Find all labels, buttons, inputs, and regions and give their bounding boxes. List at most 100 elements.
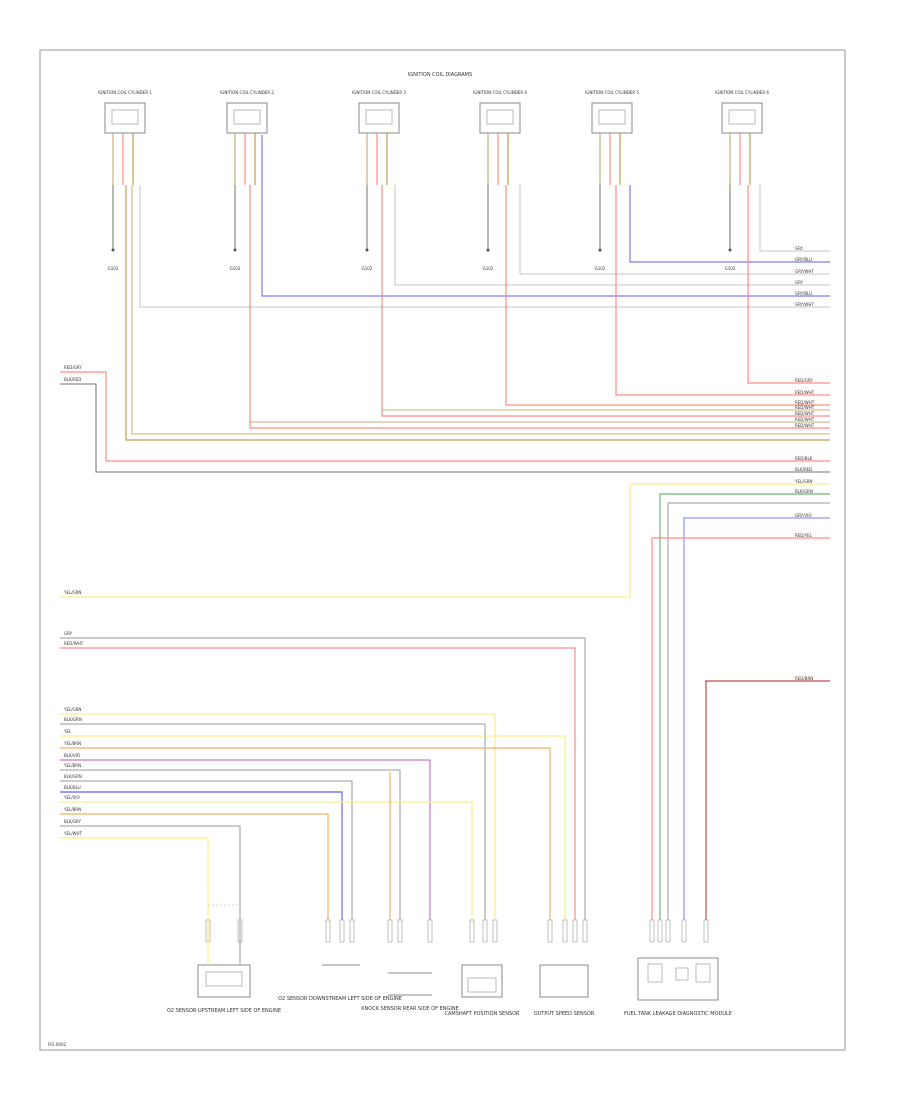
left-wire-label: RED/GRY — [64, 365, 82, 370]
connector-pin — [547, 919, 553, 943]
wire-b12 — [60, 825, 241, 920]
wire-b2 — [60, 723, 486, 920]
left-wire-label: BLK/GRY — [64, 819, 82, 824]
left-wire-label: YEL/GRN — [63, 707, 81, 712]
connector-pin — [681, 919, 687, 943]
right-wire-label: GRY/WHT — [795, 269, 814, 274]
coil-label: IGNITION COIL CYLINDER 3 — [352, 90, 406, 95]
sensor-o2-upstream-label: O2 SENSOR UPSTREAM LEFT SIDE OF ENGINE — [167, 1008, 281, 1014]
wire-olive-2 — [131, 185, 830, 435]
coil-label: IGNITION COIL CYLINDER 6 — [715, 90, 769, 95]
left-wire-label: YEL/BRN — [63, 807, 81, 812]
connector-pin — [492, 919, 498, 943]
diagram-title: IGNITION COIL DIAGRAMS — [408, 72, 472, 78]
left-wire-label: BLK/GRN — [64, 717, 82, 722]
right-wire-label: GRY/VIO — [795, 513, 811, 518]
wire-red-c3 — [381, 185, 830, 417]
left-wire-labels: RED/GRY BLK/RED YEL/GRN GRY RED/WHT YEL/GRN BL… — [63, 365, 84, 836]
left-wire-label: BLK/BLU — [64, 785, 81, 790]
wire-dark-left — [60, 383, 830, 473]
connector-pin — [325, 919, 331, 943]
coil-label: IGNITION COIL CYLINDER 1 — [98, 90, 152, 95]
right-wire-label: RED/WHT — [795, 417, 815, 422]
wire-green-right — [659, 493, 830, 920]
connector-pin — [657, 919, 663, 943]
wire-gray-4 — [759, 185, 830, 252]
coil-ground-label: G102 — [725, 266, 736, 271]
connector-pin — [562, 919, 568, 943]
wire-darkred-right — [705, 680, 830, 920]
diagram-frame — [39, 49, 846, 1051]
wire-red-mid — [60, 647, 576, 920]
sensor-o2-downstream: O2 SENSOR DOWNSTREAM LEFT SIDE OF ENGINE — [278, 964, 402, 1002]
module-fuel-tank-leakage-label: FUEL TANK LEAKAGE DIAGNOSTIC MODULE — [624, 1011, 732, 1017]
left-wire-label: GRY — [64, 631, 73, 636]
ignition-coil-6: IGNITION COIL CYLINDER 6 G102 — [715, 90, 769, 271]
wire-blue-1 — [261, 135, 830, 297]
sensor-knock: KNOCK SENSOR REAR SIDE OF ENGINE — [361, 972, 459, 1012]
right-wire-label: GRY — [795, 280, 804, 285]
right-wire-labels: GRYGRY/BLUGRY/WHTGRYGRY/BLUGRY/WHTRED/GR… — [794, 246, 815, 681]
sensor-o2-downstream-label: O2 SENSOR DOWNSTREAM LEFT SIDE OF ENGINE — [278, 996, 402, 1002]
connector-pin — [482, 919, 488, 943]
connector-pin — [469, 919, 475, 943]
connector-pin — [572, 919, 578, 943]
left-wire-label: BLK/RED — [64, 377, 81, 382]
sensor-output-speed-label: OUTPUT SPEED SENSOR — [534, 1011, 595, 1017]
sensor-wiring — [60, 713, 709, 943]
left-wire-label: YEL/BRN — [63, 763, 81, 768]
sensors: O2 SENSOR UPSTREAM LEFT SIDE OF ENGINE O… — [167, 904, 732, 1017]
connector-pin — [339, 919, 345, 943]
left-wire-label: RED/WHT — [64, 641, 84, 646]
connector-pin — [703, 919, 709, 943]
right-wire-label: YEL/GRN — [794, 479, 812, 484]
wire-red-c5 — [615, 185, 830, 396]
wire-b4 — [60, 747, 551, 920]
wire-gray-right — [667, 502, 830, 920]
right-wire-label: RED/WHT — [795, 411, 815, 416]
left-wire-label: BLK/VIO — [64, 753, 80, 758]
wire-b1 — [60, 713, 496, 920]
right-wire-label: RED/WHT — [795, 400, 815, 405]
right-wire-label: GRY — [795, 246, 804, 251]
sensor-camshaft: CAMSHAFT POSITION SENSOR — [444, 964, 520, 1017]
wire-gray-2 — [394, 185, 830, 286]
wire-yellow-long — [60, 483, 830, 598]
connector-pin — [427, 919, 433, 943]
wire-violet-right — [683, 517, 830, 920]
wire-olive-1 — [125, 185, 830, 441]
left-wire-label: YEL — [63, 729, 72, 734]
wire-gray-mid — [60, 637, 586, 920]
wire-b5 — [60, 759, 431, 920]
left-wire-label: YEL/BRN — [63, 741, 81, 746]
footer-code: FIG 0002 — [48, 1042, 66, 1047]
left-wire-label: YEL/GRN — [63, 590, 81, 595]
connector-pin — [582, 919, 588, 943]
wire-red-left — [60, 371, 830, 462]
wire-gray-3 — [519, 185, 830, 275]
connector-pin — [649, 919, 655, 943]
connector-pin — [349, 919, 355, 943]
wire-b10 — [60, 813, 329, 920]
sensor-o2-upstream: O2 SENSOR UPSTREAM LEFT SIDE OF ENGINE — [167, 904, 281, 1014]
coil-ground-label: G102 — [483, 266, 494, 271]
wire-red-c6 — [747, 185, 830, 384]
right-wire-label: RED/BRN — [795, 676, 813, 681]
sensor-knock-label: KNOCK SENSOR REAR SIDE OF ENGINE — [361, 1006, 458, 1012]
wire-b6 — [60, 769, 401, 920]
wire-red-right — [651, 537, 830, 920]
right-wire-label: BLK/GRN — [795, 489, 813, 494]
left-wire-label: BLK/GRN — [64, 774, 82, 779]
wire-b13 — [60, 837, 209, 920]
right-wire-label: GRY/BLU — [795, 291, 812, 296]
connector-pin — [387, 919, 393, 943]
sensor-output-speed: OUTPUT SPEED SENSOR — [534, 964, 595, 1017]
wire-red-c4 — [505, 185, 830, 406]
coil-ground-label: G102 — [230, 266, 241, 271]
